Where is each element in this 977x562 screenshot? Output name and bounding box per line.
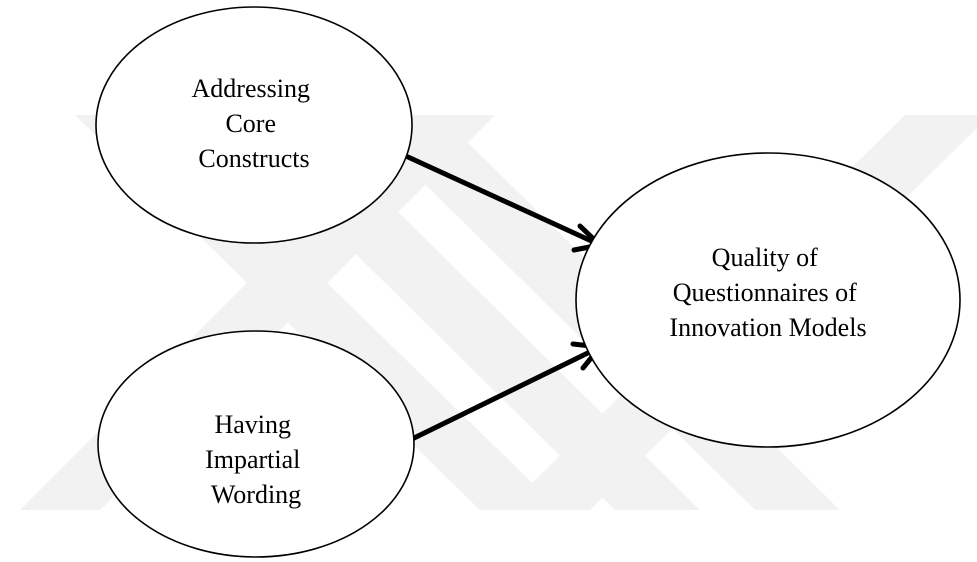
- node-label: Quality of Questionnaires of Innovation …: [669, 243, 866, 342]
- node-label-line: Having: [214, 410, 291, 439]
- node-label-line: Impartial: [205, 445, 300, 474]
- node-quality-of-questionnaires: Quality of Questionnaires of Innovation …: [575, 152, 961, 448]
- node-label-line: Addressing: [192, 74, 310, 103]
- node-shape: [95, 6, 413, 244]
- node-label: Having Impartial Wording: [205, 410, 307, 509]
- node-shape: [575, 152, 961, 448]
- node-label-line: Quality of: [712, 243, 818, 272]
- node-label: Addressing Core Constructs: [192, 74, 317, 173]
- edge-core-to-quality: [405, 154, 601, 247]
- node-label-line: Core: [225, 109, 276, 138]
- node-label-line: Innovation Models: [669, 313, 866, 342]
- node-label-line: Constructs: [198, 144, 309, 173]
- node-shape: [97, 330, 415, 558]
- edge-wording-to-quality: [407, 345, 601, 443]
- node-label-line: Wording: [211, 480, 301, 509]
- node-addressing-core-constructs: Addressing Core Constructs: [95, 6, 413, 244]
- node-having-impartial-wording: Having Impartial Wording: [97, 330, 415, 558]
- node-label-line: Questionnaires of: [673, 278, 857, 307]
